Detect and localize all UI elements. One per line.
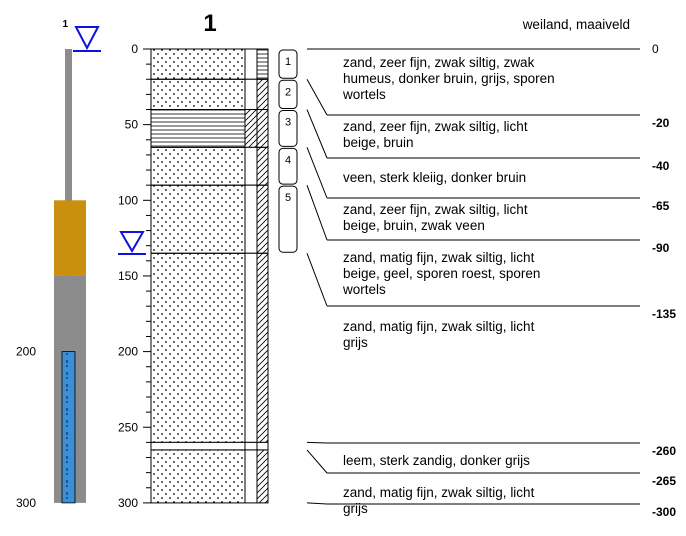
leader-line: [306, 441, 328, 444]
admixture-strip: [244, 78, 258, 111]
axis-tick-label: 150: [118, 269, 138, 283]
soil-column: [150, 48, 269, 504]
left-scale-tick-label: 300: [16, 496, 36, 510]
sample-label: 4: [285, 154, 291, 166]
axis-tick-label: 250: [118, 420, 138, 434]
sample-label: 5: [285, 192, 291, 204]
silt-strip: [256, 441, 269, 451]
surface-label: weiland, maaiveld: [522, 17, 630, 32]
sample-box: [278, 79, 298, 110]
leader-line: [306, 109, 328, 159]
borehole-title: 1: [203, 10, 216, 37]
layer-descriptions: 0 -20 -40 -65 -90 -135 -260 -265 -300 zand, zeer …: [306, 42, 676, 519]
well-seal: [54, 200, 86, 276]
boundary-depth-label: -65: [652, 199, 670, 213]
silt-strip: [256, 146, 269, 186]
groundwater-level-icon: [118, 231, 146, 255]
monitoring-well: 1: [54, 19, 101, 504]
admixture-strip: [244, 146, 258, 186]
silt-strip: [256, 109, 269, 148]
boundary-depth-label: -40: [652, 159, 670, 173]
sample-boxes: 1 2 3 4 5: [278, 49, 298, 253]
admixture-strip: [244, 441, 258, 451]
soil-layer: [150, 449, 246, 504]
axis-tick-label: 0: [131, 42, 138, 56]
leader-line: [306, 79, 328, 116]
axis-tick-label: 300: [118, 496, 138, 510]
soil-layer: [150, 252, 246, 443]
soil-layer: [150, 48, 246, 80]
silt-strip: [256, 449, 269, 504]
sample-box: [278, 185, 298, 253]
admixture-strip: [244, 252, 258, 443]
boundary-depth-label: -90: [652, 241, 670, 255]
layer-description: veen, sterk kleiig, donker bruin: [343, 170, 526, 185]
leader-line: [306, 502, 328, 505]
soil-layer: [150, 109, 246, 148]
boundary-depth-label: 0: [652, 42, 659, 56]
leader-line: [306, 147, 328, 199]
soil-layer: [150, 441, 246, 451]
soil-layer: [150, 146, 246, 186]
boundary-depth-label: -265: [652, 474, 676, 488]
silt-strip: [256, 252, 269, 443]
layer-description: leem, sterk zandig, donker grijs: [343, 453, 530, 468]
sample-box: [278, 49, 298, 79]
admixture-strip: [244, 48, 258, 80]
axis-tick-label: 50: [125, 118, 139, 132]
well-filter-pattern: [62, 351, 75, 503]
sample-box: [278, 147, 298, 185]
sample-label: 3: [285, 117, 291, 129]
well-marker-label: 1: [62, 19, 68, 30]
silt-strip: [256, 78, 269, 111]
axis-tick-label: 200: [118, 345, 138, 359]
leader-line: [306, 253, 328, 307]
admixture-strip: [244, 109, 258, 148]
silt-strip: [256, 48, 269, 80]
boundary-depth-label: -260: [652, 444, 676, 458]
boundary-depth-label: -135: [652, 307, 676, 321]
soil-layer: [150, 184, 246, 254]
left-depth-scale: 200 300: [16, 345, 36, 510]
sample-box: [278, 110, 298, 147]
silt-strip: [256, 184, 269, 254]
sample-label: 1: [285, 56, 291, 68]
left-scale-tick-label: 200: [16, 345, 36, 359]
leader-line: [306, 184, 328, 241]
well-water-level-icon: [73, 26, 101, 52]
admixture-strip: [244, 184, 258, 254]
admixture-strip: [244, 449, 258, 504]
boundary-depth-label: -300: [652, 505, 676, 519]
axis-tick-label: 100: [118, 193, 138, 207]
sample-label: 2: [285, 86, 291, 98]
leader-line: [306, 449, 328, 474]
depth-axis: 0 50 100 150 200 250 300: [118, 42, 152, 510]
soil-layer: [150, 78, 246, 111]
boundary-depth-label: -20: [652, 116, 670, 130]
